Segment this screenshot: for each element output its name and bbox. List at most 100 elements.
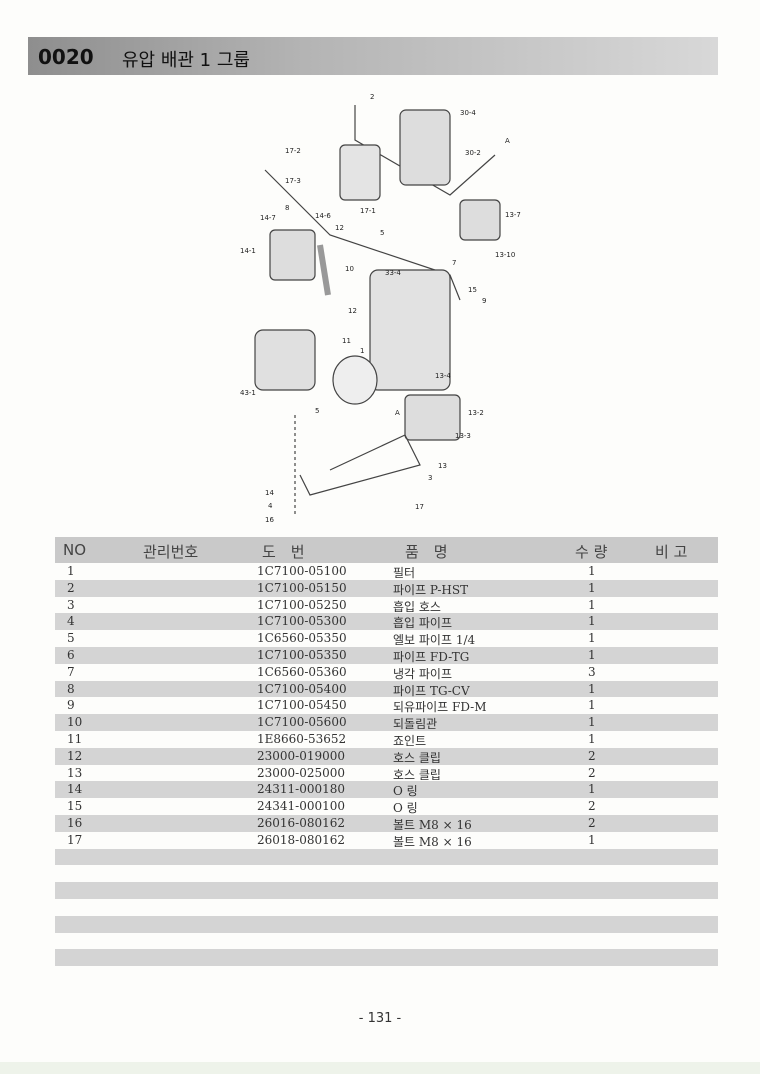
table-header: NO 관리번호 도 번 품 명 수 량 비 고 (55, 537, 718, 563)
filter-1 (332, 355, 378, 405)
pump-14 (269, 229, 316, 281)
row-no: 7 (67, 664, 75, 679)
hose-10 (317, 244, 331, 296)
callout: 43-1 (240, 389, 256, 397)
transmission-case (369, 269, 451, 391)
callout: 12 (348, 307, 357, 315)
empty-table-row (55, 933, 718, 950)
callout: A (505, 137, 510, 145)
part-number: 1C7100-05300 (257, 614, 347, 629)
callout: A (395, 409, 400, 417)
section-code: 0020 (38, 45, 94, 69)
col-remarks: 비 고 (655, 543, 688, 561)
part-name: 죠인트 (393, 733, 427, 748)
row-no: 6 (67, 647, 75, 662)
section-title-bar: 0020 유압 배관 1 그룹 (28, 37, 718, 75)
row-no: 9 (67, 698, 75, 713)
exploded-parts-diagram: 2 30-4 30-2 A 17-2 17-3 17-1 8 14-7 14-6… (240, 93, 521, 524)
callout: 17-1 (360, 207, 376, 215)
part-number: 1C7100-05600 (257, 715, 347, 730)
page-edge (0, 1062, 760, 1074)
part-number: 24311-000180 (257, 782, 346, 797)
col-mgmt-no: 관리번호 (143, 543, 199, 561)
pump-13-2 (404, 394, 461, 441)
quantity: 2 (588, 748, 596, 763)
part-name: 되유파이프 FD-M (393, 700, 487, 715)
row-no: 1 (67, 564, 75, 578)
row-no: 14 (67, 782, 83, 797)
empty-table-row (55, 949, 718, 967)
part-number: 23000-019000 (257, 748, 346, 763)
part-name: 엘보 파이프 1/4 (393, 633, 476, 648)
callout: 16 (265, 516, 274, 524)
table-row: 15 24341-000100 O 링 2 (55, 798, 718, 815)
callout: 14 (265, 489, 274, 497)
callout: 11 (342, 337, 351, 345)
callout: 33-4 (385, 269, 401, 277)
part-name: 호스 클립 (393, 750, 441, 765)
callout: 13 (438, 462, 447, 470)
quantity: 1 (588, 647, 596, 662)
callout: 14-6 (315, 212, 331, 220)
quantity: 1 (588, 631, 596, 646)
part-name: 볼트 M8 × 16 (393, 817, 472, 832)
empty-table-row (55, 848, 718, 866)
quantity: 1 (588, 731, 596, 746)
part-name: 흡입 파이프 (393, 616, 453, 631)
callout: 5 (380, 229, 384, 237)
quantity: 1 (588, 597, 596, 612)
callout: 2 (370, 93, 374, 101)
section-title: 유압 배관 1 그룹 (122, 50, 250, 71)
row-no: 4 (67, 614, 75, 629)
callout: 13-7 (505, 211, 521, 219)
callout: 13-3 (455, 432, 471, 440)
row-no: 15 (67, 799, 83, 814)
callout: 13-4 (435, 372, 451, 380)
row-no: 16 (67, 815, 83, 830)
callout: 30-4 (460, 109, 476, 117)
part-number: 1C7100-05100 (257, 564, 347, 578)
part-number: 1C7100-05250 (257, 597, 347, 612)
col-qty: 수 량 (575, 543, 608, 561)
callout: 15 (468, 286, 477, 294)
quantity: 2 (588, 799, 596, 814)
part-number: 1C6560-05360 (257, 664, 347, 679)
callout: 8 (285, 204, 289, 212)
part-number: 24341-000100 (257, 799, 346, 814)
quantity: 1 (588, 698, 596, 713)
callout: 4 (268, 502, 273, 510)
col-name: 품 명 (405, 543, 448, 561)
row-no: 17 (67, 832, 83, 847)
quantity: 1 (588, 681, 596, 696)
part-number: 1C7100-05150 (257, 580, 347, 595)
table-row: 4 1C7100-05300 흡입 파이프 1 (55, 613, 718, 630)
suction-pipe-4 (299, 434, 421, 496)
callout: 17-3 (285, 177, 301, 185)
callout: 1 (360, 347, 364, 355)
part-name: 호스 클립 (393, 767, 441, 782)
part-name: 파이프 P-HST (393, 582, 469, 597)
row-no: 11 (67, 731, 83, 746)
row-no: 13 (67, 765, 83, 780)
quantity: 2 (588, 765, 596, 780)
row-no: 5 (67, 631, 75, 646)
row-no: 2 (67, 580, 75, 595)
part-number: 23000-025000 (257, 765, 346, 780)
part-name: 흡입 호스 (393, 599, 441, 614)
pipe-5 (264, 169, 461, 301)
quantity: 1 (588, 614, 596, 629)
part-name: O 링 (393, 801, 418, 816)
callout: 5 (315, 407, 319, 415)
callout: 3 (428, 474, 432, 482)
part-name: 볼트 M8 × 16 (393, 834, 472, 849)
quantity: 2 (588, 815, 596, 830)
